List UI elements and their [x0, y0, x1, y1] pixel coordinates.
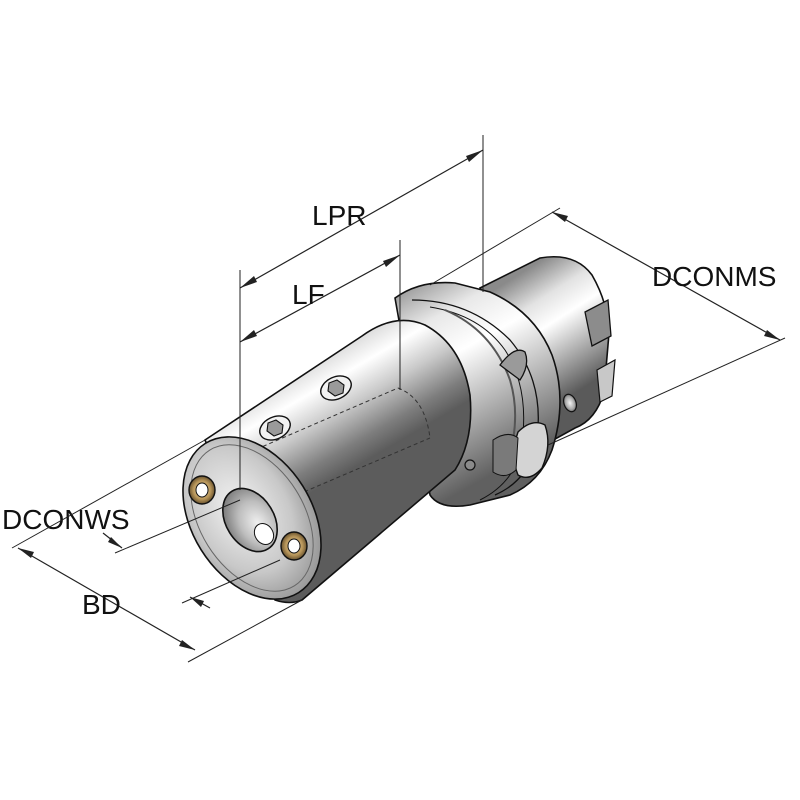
dim-lpr: LPR: [239, 135, 484, 490]
label-lpr: LPR: [312, 200, 366, 231]
flange-screw-icon: [464, 459, 476, 471]
shank-hole-icon: [562, 393, 578, 413]
label-bd: BD: [82, 589, 121, 620]
drive-slot: [584, 298, 612, 347]
side-screw-1-icon: [259, 415, 291, 441]
dim-dconws: DCONWS: [2, 499, 281, 609]
flange-notch: [499, 349, 528, 381]
label-dconws: DCONWS: [2, 504, 130, 535]
label-lf: LF: [292, 279, 325, 310]
face-screw-2-icon: [280, 531, 308, 561]
dim-bd: BD: [11, 439, 303, 663]
front-face: [182, 436, 322, 600]
dim-lf: LF: [239, 240, 401, 390]
face-screw-1-icon: [188, 475, 216, 505]
side-screw-2-icon: [320, 375, 352, 401]
dim-dconms: DCONMS: [429, 207, 786, 446]
label-dconms: DCONMS: [652, 261, 776, 292]
